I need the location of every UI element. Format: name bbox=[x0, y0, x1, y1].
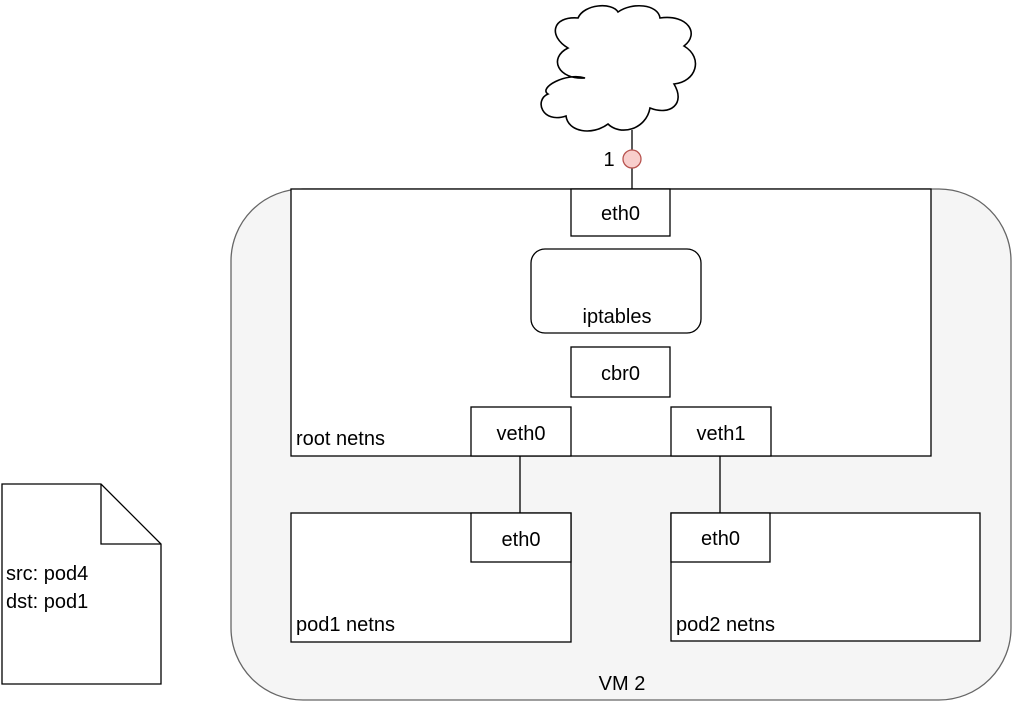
packet-src-label: src: pod4 bbox=[6, 563, 88, 585]
packet-dst-label: dst: pod1 bbox=[6, 591, 88, 613]
cbr0-label: cbr0 bbox=[601, 363, 640, 385]
pod2-eth0-label: eth0 bbox=[701, 528, 740, 550]
packet-fold-corner bbox=[100, 484, 161, 545]
vm-label: VM 2 bbox=[599, 673, 646, 695]
pod2-netns-label: pod2 netns bbox=[676, 614, 775, 636]
pod1-netns-label: pod1 netns bbox=[296, 614, 395, 636]
pod2-eth0-box bbox=[670, 512, 771, 563]
iptables-label: iptables bbox=[583, 306, 652, 328]
root-netns-label: root netns bbox=[296, 428, 385, 450]
iptables-box bbox=[530, 248, 702, 334]
step-marker bbox=[622, 149, 642, 169]
veth0-label: veth0 bbox=[497, 423, 546, 445]
step-number-label: 1 bbox=[603, 149, 614, 171]
cloud-icon bbox=[540, 5, 697, 132]
cbr0-box bbox=[570, 346, 671, 398]
veth0-box bbox=[470, 406, 572, 457]
pod1-eth0-label: eth0 bbox=[502, 529, 541, 551]
root-eth0-label: eth0 bbox=[601, 203, 640, 225]
root-eth0-box bbox=[570, 188, 671, 237]
veth1-label: veth1 bbox=[697, 423, 746, 445]
packet-document-icon bbox=[1, 483, 162, 685]
veth1-box bbox=[670, 406, 772, 457]
pod1-eth0-box bbox=[470, 512, 572, 563]
